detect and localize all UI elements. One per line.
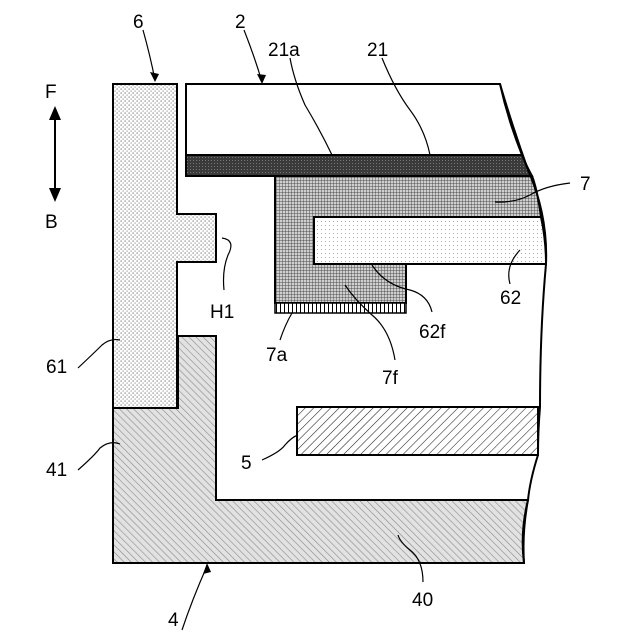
label-2: 2	[235, 12, 246, 33]
label-7a: 7a	[266, 345, 288, 366]
leader-2-arrow	[257, 74, 266, 84]
direction-arrow	[49, 106, 61, 202]
label-6: 6	[133, 12, 144, 33]
leader-h1	[222, 238, 231, 290]
label-h1: H1	[210, 302, 234, 323]
layer-21	[186, 155, 532, 176]
label-62f: 62f	[419, 322, 446, 343]
direction-back-label: B	[45, 212, 58, 233]
label-21a: 21a	[268, 40, 300, 61]
leader-6	[143, 30, 155, 80]
leader-6-arrow	[150, 72, 159, 82]
leader-4-arrow	[203, 563, 211, 574]
label-41: 41	[46, 460, 67, 481]
panel-2	[186, 84, 522, 155]
label-62: 62	[500, 288, 521, 309]
leader-4	[182, 566, 207, 630]
label-21: 21	[367, 40, 388, 61]
leader-2	[244, 30, 262, 82]
surface-7a	[275, 303, 406, 313]
label-61: 61	[46, 357, 67, 378]
member-62	[314, 217, 546, 264]
label-7f: 7f	[382, 368, 399, 389]
leader-7a	[280, 313, 292, 340]
label-4: 4	[168, 610, 179, 631]
direction-front-label: F	[45, 82, 57, 103]
leader-5	[262, 435, 298, 460]
label-7: 7	[580, 174, 591, 195]
label-40: 40	[412, 590, 433, 611]
label-5: 5	[241, 453, 252, 474]
member-5	[297, 407, 538, 455]
